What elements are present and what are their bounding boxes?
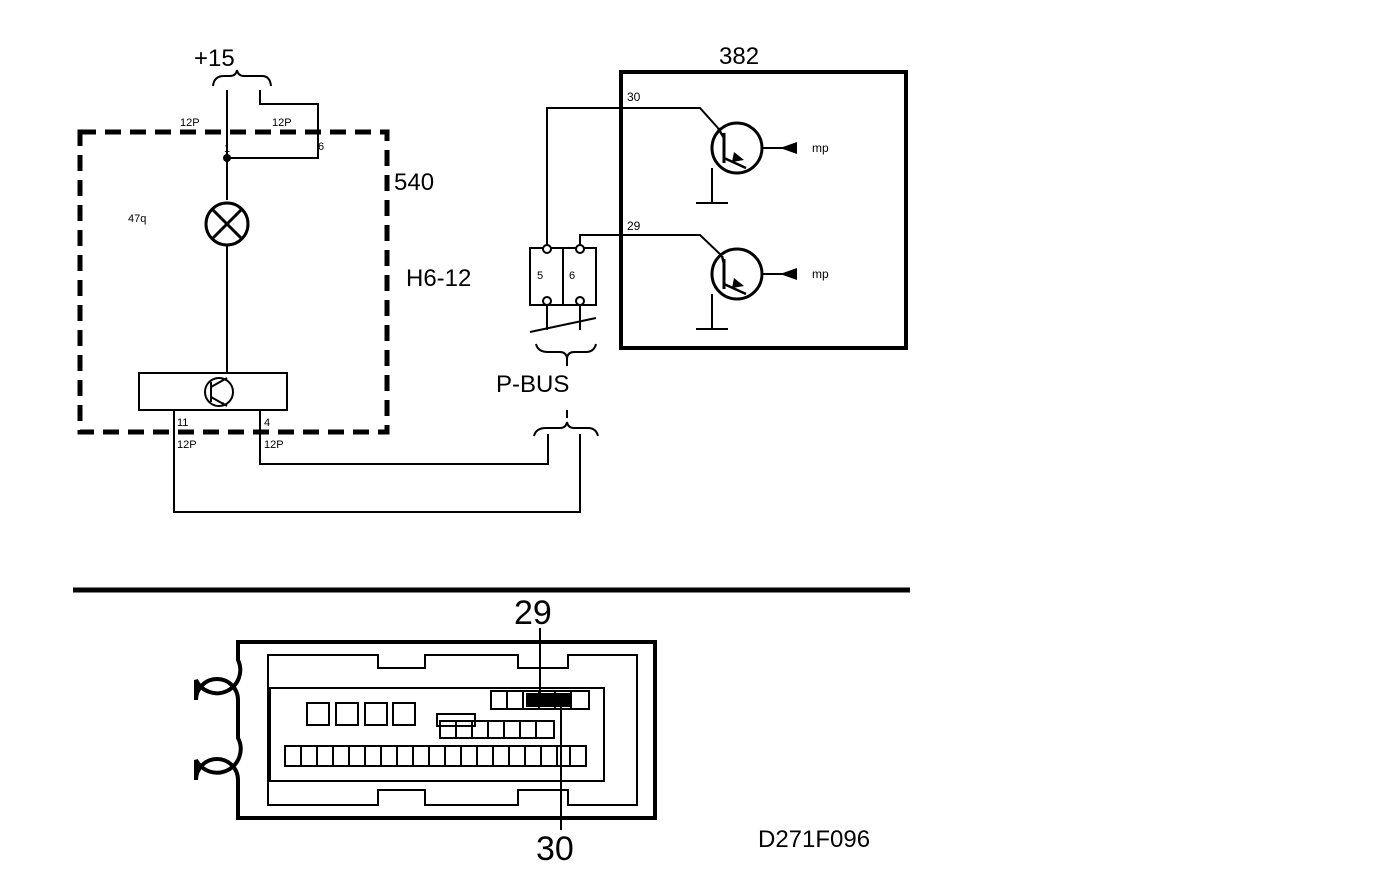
module-540-box <box>77 129 390 435</box>
mp-label-bottom: mp <box>812 267 829 281</box>
pbus-pin-5-label: 5 <box>537 270 543 282</box>
mp-label-top: mp <box>812 141 829 155</box>
supply-brace <box>212 69 272 87</box>
pbus-brace-top <box>535 343 597 359</box>
connector-label-bottom-right: 12P <box>264 439 284 451</box>
module-382-box <box>619 70 908 350</box>
module-382-id: 382 <box>719 43 759 70</box>
module-540-id: 540 <box>394 169 434 196</box>
connector-label-bottom-left: 12P <box>177 439 197 451</box>
connector-label-top-left: 12P <box>180 117 200 129</box>
figure-code: D271F096 <box>758 826 870 853</box>
driver-transistor-icon <box>204 377 234 407</box>
module-382-pin-29-label: 29 <box>627 219 641 233</box>
connector-pin-30-callout: 30 <box>536 830 574 868</box>
pin-4-label: 4 <box>264 417 270 429</box>
bus-wire-pin11 <box>173 410 581 513</box>
transistor-icon-bottom <box>696 247 797 330</box>
pbus-label: P-BUS <box>496 371 569 398</box>
lamp-icon <box>204 201 250 247</box>
connector-face-view <box>194 628 657 830</box>
pbus-brace-bottom <box>533 421 599 437</box>
pbus-pin-6-label: 6 <box>569 270 575 282</box>
wire-pin30 <box>546 107 719 245</box>
bus-wire-pin4 <box>259 410 549 465</box>
pin-1-label: 1 <box>224 143 230 155</box>
pbus-connector <box>529 244 597 333</box>
lamp-code-label: 47q <box>128 213 146 225</box>
pin-6-label: 6 <box>318 141 324 153</box>
supply-label: +15 <box>194 45 235 72</box>
module-382-pin-30-label: 30 <box>627 90 641 104</box>
connector-pin-29-callout: 29 <box>514 594 552 632</box>
connector-label-top-right: 12P <box>272 117 292 129</box>
pin-11-label: 11 <box>177 417 188 429</box>
transistor-icon-top <box>696 121 797 204</box>
supply-wire-pin6 <box>227 90 319 159</box>
wire-pin29 <box>579 234 723 257</box>
module-540-model: H6-12 <box>406 265 471 292</box>
